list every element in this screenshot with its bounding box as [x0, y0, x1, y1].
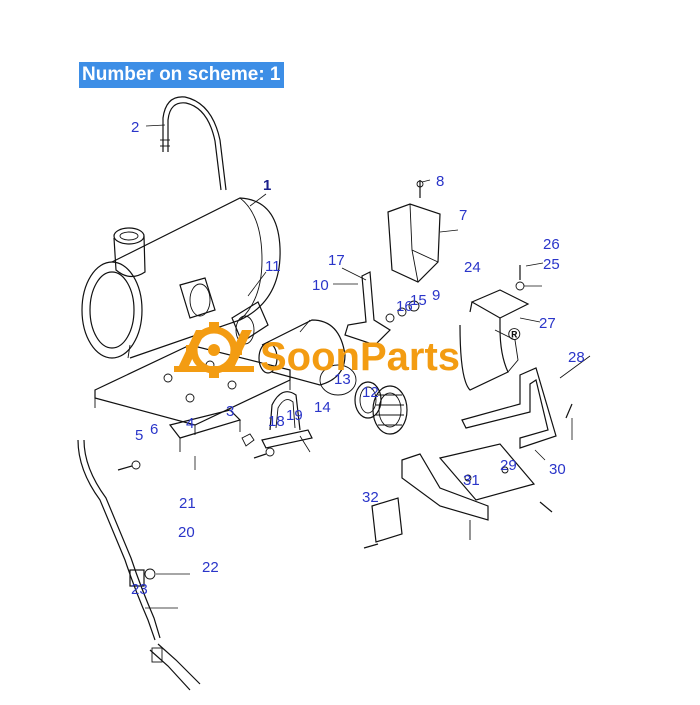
soonparts-watermark: SoonParts ®: [174, 322, 521, 379]
callout-27: 27: [539, 315, 556, 332]
watermark-brand: SoonParts: [260, 335, 460, 379]
part-14-pipe: [258, 319, 357, 396]
callout-8: 8: [436, 173, 444, 190]
part-23-fitting: [129, 568, 156, 587]
callout-7: 7: [459, 207, 467, 224]
callout-32: 32: [362, 489, 379, 506]
callout-4: 4: [186, 415, 194, 432]
bolt-18: [253, 447, 275, 459]
part-10-stand: [344, 271, 420, 346]
scheme-heading: Number on scheme: 1: [79, 62, 284, 88]
hose-end: [149, 643, 201, 691]
callout-23: 23: [131, 581, 148, 598]
part-20-drain-tube: [77, 439, 161, 641]
callout-24: 24: [464, 259, 481, 276]
callout-10: 10: [312, 277, 329, 294]
callout-20: 20: [178, 524, 195, 541]
callout-28: 28: [568, 349, 585, 366]
part-24-arch-bracket: [459, 265, 530, 391]
part-2-rod: [160, 96, 227, 191]
callout-14: 14: [314, 399, 331, 416]
callout-21: 21: [179, 495, 196, 512]
callout-3: 3: [226, 403, 234, 420]
part-18-19-u-clamp: [261, 391, 313, 449]
part-29-plate: [438, 443, 536, 501]
callout-5: 5: [135, 427, 143, 444]
leader-lines: [145, 124, 591, 609]
bolt-21: [117, 460, 141, 471]
callout-22: 22: [202, 559, 219, 576]
callout-19: 19: [286, 407, 303, 424]
callout-11: 11: [265, 258, 281, 275]
base-bracket: [94, 344, 291, 452]
part-31-bracket: [401, 453, 489, 540]
callout-30: 30: [549, 461, 566, 478]
part-13-clamp-ring: [372, 385, 408, 435]
callout-labels: 1 2 5 6 7 8 9 10 11 12 13 14 15 16 17 18…: [131, 119, 585, 598]
part-32-plate: [363, 497, 553, 549]
callout-6: 6: [150, 421, 158, 438]
callout-1: 1: [263, 177, 271, 194]
callout-17: 17: [328, 252, 345, 269]
callout-26: 26: [543, 236, 560, 253]
callout-29: 29: [500, 457, 517, 474]
callout-2: 2: [131, 119, 139, 136]
callout-15: 15: [410, 292, 427, 309]
callout-16: 16: [396, 298, 413, 315]
part-1-muffler: [81, 197, 281, 359]
gear-logo-icon: [174, 322, 254, 378]
callout-13: 13: [334, 371, 351, 388]
callout-9: 9: [432, 287, 440, 304]
part-7-bracket: [387, 180, 441, 283]
part-28-frame: [461, 367, 573, 449]
callout-25: 25: [543, 256, 560, 273]
callout-31: 31: [463, 472, 480, 489]
registered-mark: ®: [508, 325, 521, 344]
callout-18: 18: [268, 413, 285, 430]
callout-12: 12: [362, 384, 379, 401]
